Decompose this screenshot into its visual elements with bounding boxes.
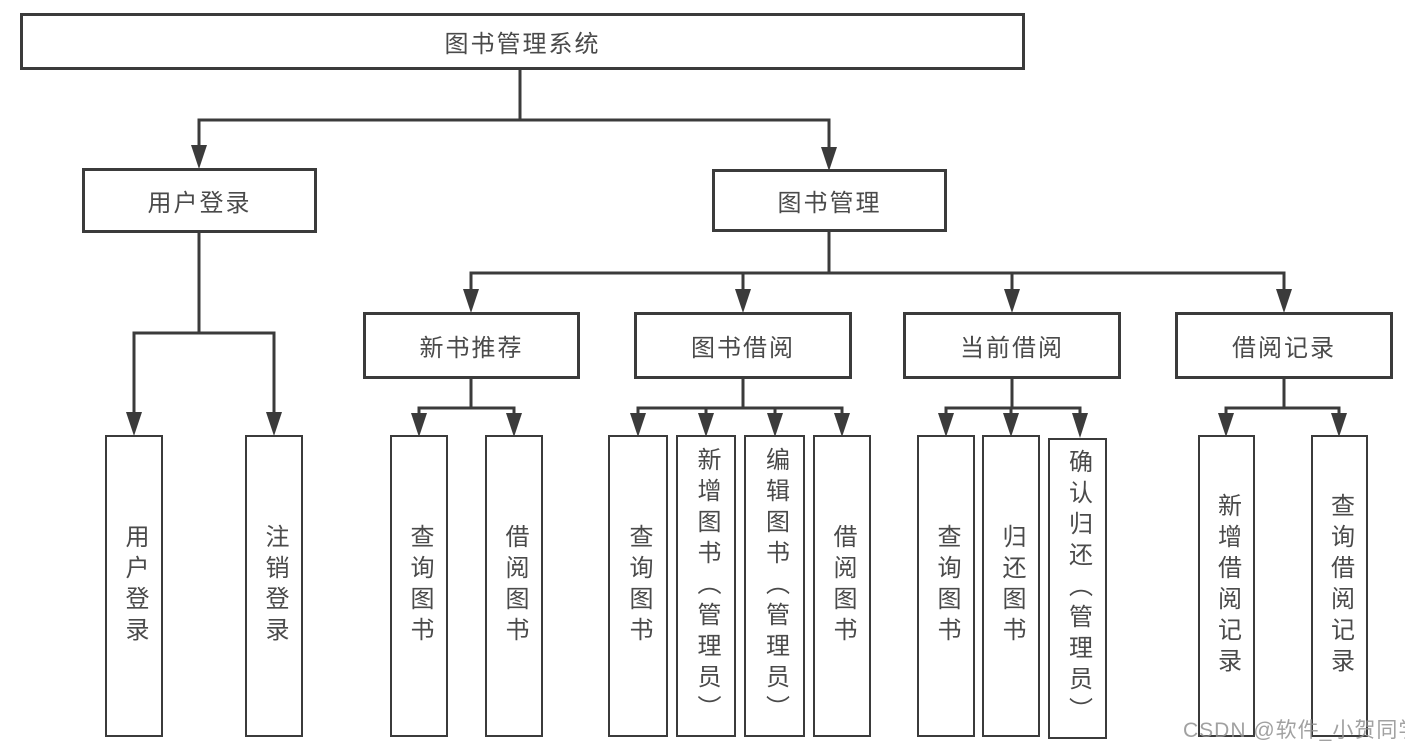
node-label: 查询图书 [933,524,960,648]
leaf-add-borrow-record: 新增借阅记录 [1198,435,1255,737]
leaf-query-books-current: 查询图书 [917,435,975,737]
node-library-management-system: 图书管理系统 [20,13,1025,70]
node-label: 图书借阅 [691,335,795,362]
node-book-borrowing: 图书借阅 [634,312,852,379]
node-label: 查询借阅记录 [1326,493,1354,679]
node-label: 用户登录 [147,190,252,217]
node-label: 注销登录 [261,524,288,648]
node-label: 借阅图书 [829,524,856,648]
leaf-user-login: 用户登录 [105,435,163,737]
node-label: 图书管理系统 [444,31,601,58]
node-label: 借阅记录 [1232,335,1336,362]
leaf-return-books: 归还图书 [982,435,1040,737]
leaf-query-books-recommend: 查询图书 [390,435,448,737]
leaf-logout: 注销登录 [245,435,303,737]
node-label: 用户登录 [121,524,148,648]
node-label: 新增借阅记录 [1213,493,1241,679]
node-borrow-records: 借阅记录 [1175,312,1393,379]
leaf-add-books-admin: 新增图书（管理员） [676,435,736,737]
node-book-management: 图书管理 [712,169,947,232]
node-label: 查询图书 [406,524,433,648]
node-label: 归还图书 [998,524,1025,648]
leaf-query-borrow-record: 查询借阅记录 [1311,435,1368,737]
leaf-query-books-borrowing: 查询图书 [608,435,668,737]
node-label: 新书推荐 [419,335,524,362]
node-current-borrowing: 当前借阅 [903,312,1121,379]
node-label: 当前借阅 [960,335,1064,362]
node-label: 编辑图书（管理员） [761,446,789,726]
node-label: 查询图书 [625,524,652,648]
node-new-book-recommend: 新书推荐 [363,312,580,379]
leaf-borrow-books: 借阅图书 [813,435,871,737]
node-user-login: 用户登录 [82,168,317,233]
arrowheads [126,145,1347,438]
leaf-confirm-return-admin: 确认归还（管理员） [1048,438,1107,739]
node-label: 图书管理 [777,190,882,217]
leaf-borrow-books-recommend: 借阅图书 [485,435,543,737]
leaf-edit-books-admin: 编辑图书（管理员） [744,435,805,737]
node-label: 新增图书（管理员） [693,446,720,726]
node-label: 借阅图书 [501,524,528,648]
csdn-watermark: CSDN @软件_小贺同学 [1183,719,1405,742]
node-label: 确认归还（管理员） [1064,449,1092,728]
